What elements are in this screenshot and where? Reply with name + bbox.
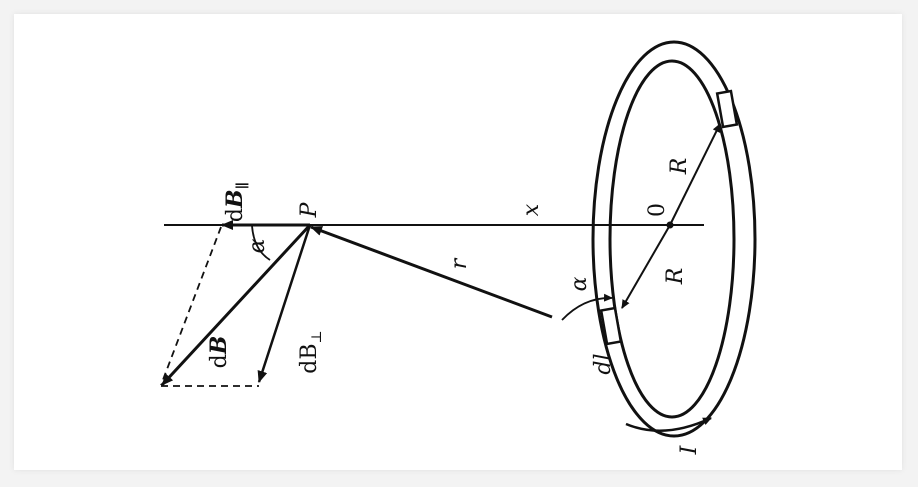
- loop-inner-ring: [608, 59, 736, 419]
- label-r: r: [447, 257, 472, 269]
- label-dB-parallel: dB∥: [222, 182, 251, 222]
- svg-text:r: r: [447, 257, 472, 269]
- label-x: x: [519, 203, 544, 216]
- svg-text:P: P: [297, 201, 322, 218]
- svg-text:x: x: [519, 203, 544, 216]
- current-element-top: [715, 89, 739, 129]
- current-direction-arrow: [625, 416, 712, 432]
- label-center-O: 0: [645, 203, 670, 217]
- angle-arc-p: [251, 225, 271, 261]
- dB-arrow: [160, 223, 312, 387]
- svg-text:dl: dl: [591, 353, 616, 374]
- label-dB-perp: dB⊥: [297, 330, 325, 373]
- svg-text:R: R: [663, 268, 688, 286]
- svg-text:R: R: [667, 158, 692, 176]
- radius-arrow-lower: [621, 224, 671, 309]
- current-loop-field-diagram: P x 0 R R r α α dl I dB∥ dB dB⊥: [160, 40, 757, 455]
- dashed-construction-diagonal: [160, 226, 222, 386]
- label-dl: dl: [591, 353, 616, 374]
- label-dB: dB: [206, 336, 232, 369]
- svg-text:dB: dB: [206, 336, 232, 369]
- svg-text:α: α: [245, 238, 270, 253]
- label-I: I: [677, 444, 702, 455]
- label-R-upper: R: [667, 158, 692, 176]
- loop-outer-ring: [591, 40, 757, 438]
- diagram-card: P x 0 R R r α α dl I dB∥ dB dB⊥: [14, 14, 902, 470]
- dB-perp-arrow: [257, 224, 312, 383]
- current-element-dl: [599, 306, 623, 346]
- svg-text:dB⊥: dB⊥: [297, 330, 325, 373]
- radius-arrow-upper: [669, 123, 721, 226]
- svg-text:I: I: [677, 444, 702, 455]
- angle-arc-dl: [561, 293, 613, 321]
- label-alpha-right: α: [567, 276, 592, 291]
- svg-text:0: 0: [645, 203, 670, 217]
- label-P: P: [297, 201, 322, 218]
- label-R-lower: R: [663, 268, 688, 286]
- label-alpha-left: α: [245, 238, 270, 253]
- svg-text:dB∥: dB∥: [222, 182, 251, 222]
- svg-text:α: α: [567, 276, 592, 291]
- r-vector: [310, 225, 553, 319]
